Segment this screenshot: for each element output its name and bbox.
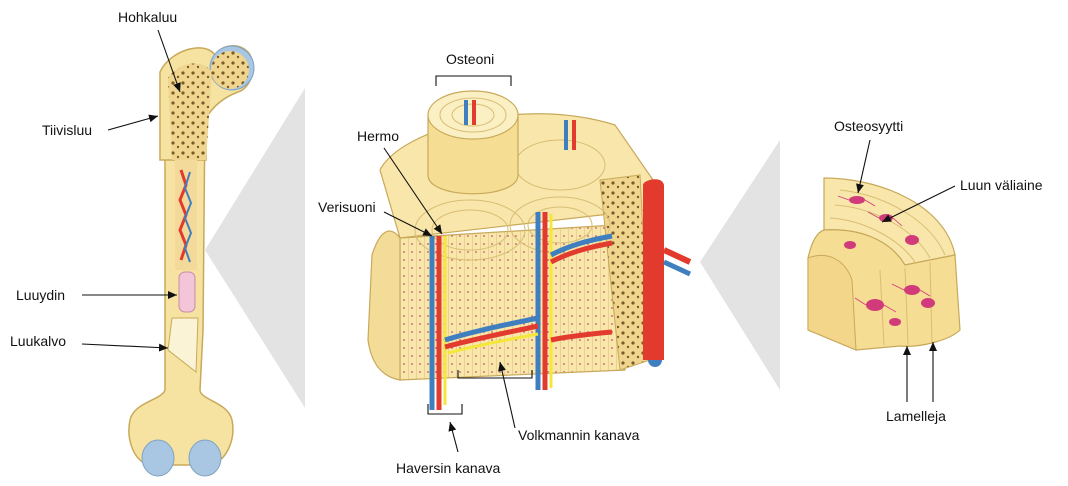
- label-verisuoni: Verisuoni: [318, 199, 376, 215]
- zoom-funnel-left: [205, 88, 305, 408]
- bone-tissue-illustration: [808, 178, 960, 350]
- label-luukalvo: Luukalvo: [10, 333, 66, 349]
- osteon-block-illustration: [368, 91, 690, 410]
- label-osteoni: Osteoni: [446, 51, 494, 67]
- label-tiivisluu: Tiivisluu: [42, 122, 92, 138]
- label-luun-valiaine: Luun väliaine: [960, 177, 1043, 193]
- label-osteosyytti: Osteosyytti: [834, 118, 903, 134]
- arrow-luukalvo: [82, 344, 168, 348]
- label-haversin-kanava: Haversin kanava: [396, 460, 500, 476]
- label-hohkaluu: Hohkaluu: [118, 9, 177, 25]
- label-hermo: Hermo: [357, 128, 399, 144]
- label-lamelleja: Lamelleja: [886, 408, 946, 424]
- zoom-funnel-right: [700, 140, 780, 390]
- label-volkmannin-kanava: Volkmannin kanava: [518, 427, 640, 443]
- label-luuydin: Luuydin: [16, 287, 65, 303]
- bracket-osteoni: [436, 76, 511, 86]
- arrow-haversin: [450, 422, 458, 452]
- arrow-tiivisluu: [108, 116, 158, 130]
